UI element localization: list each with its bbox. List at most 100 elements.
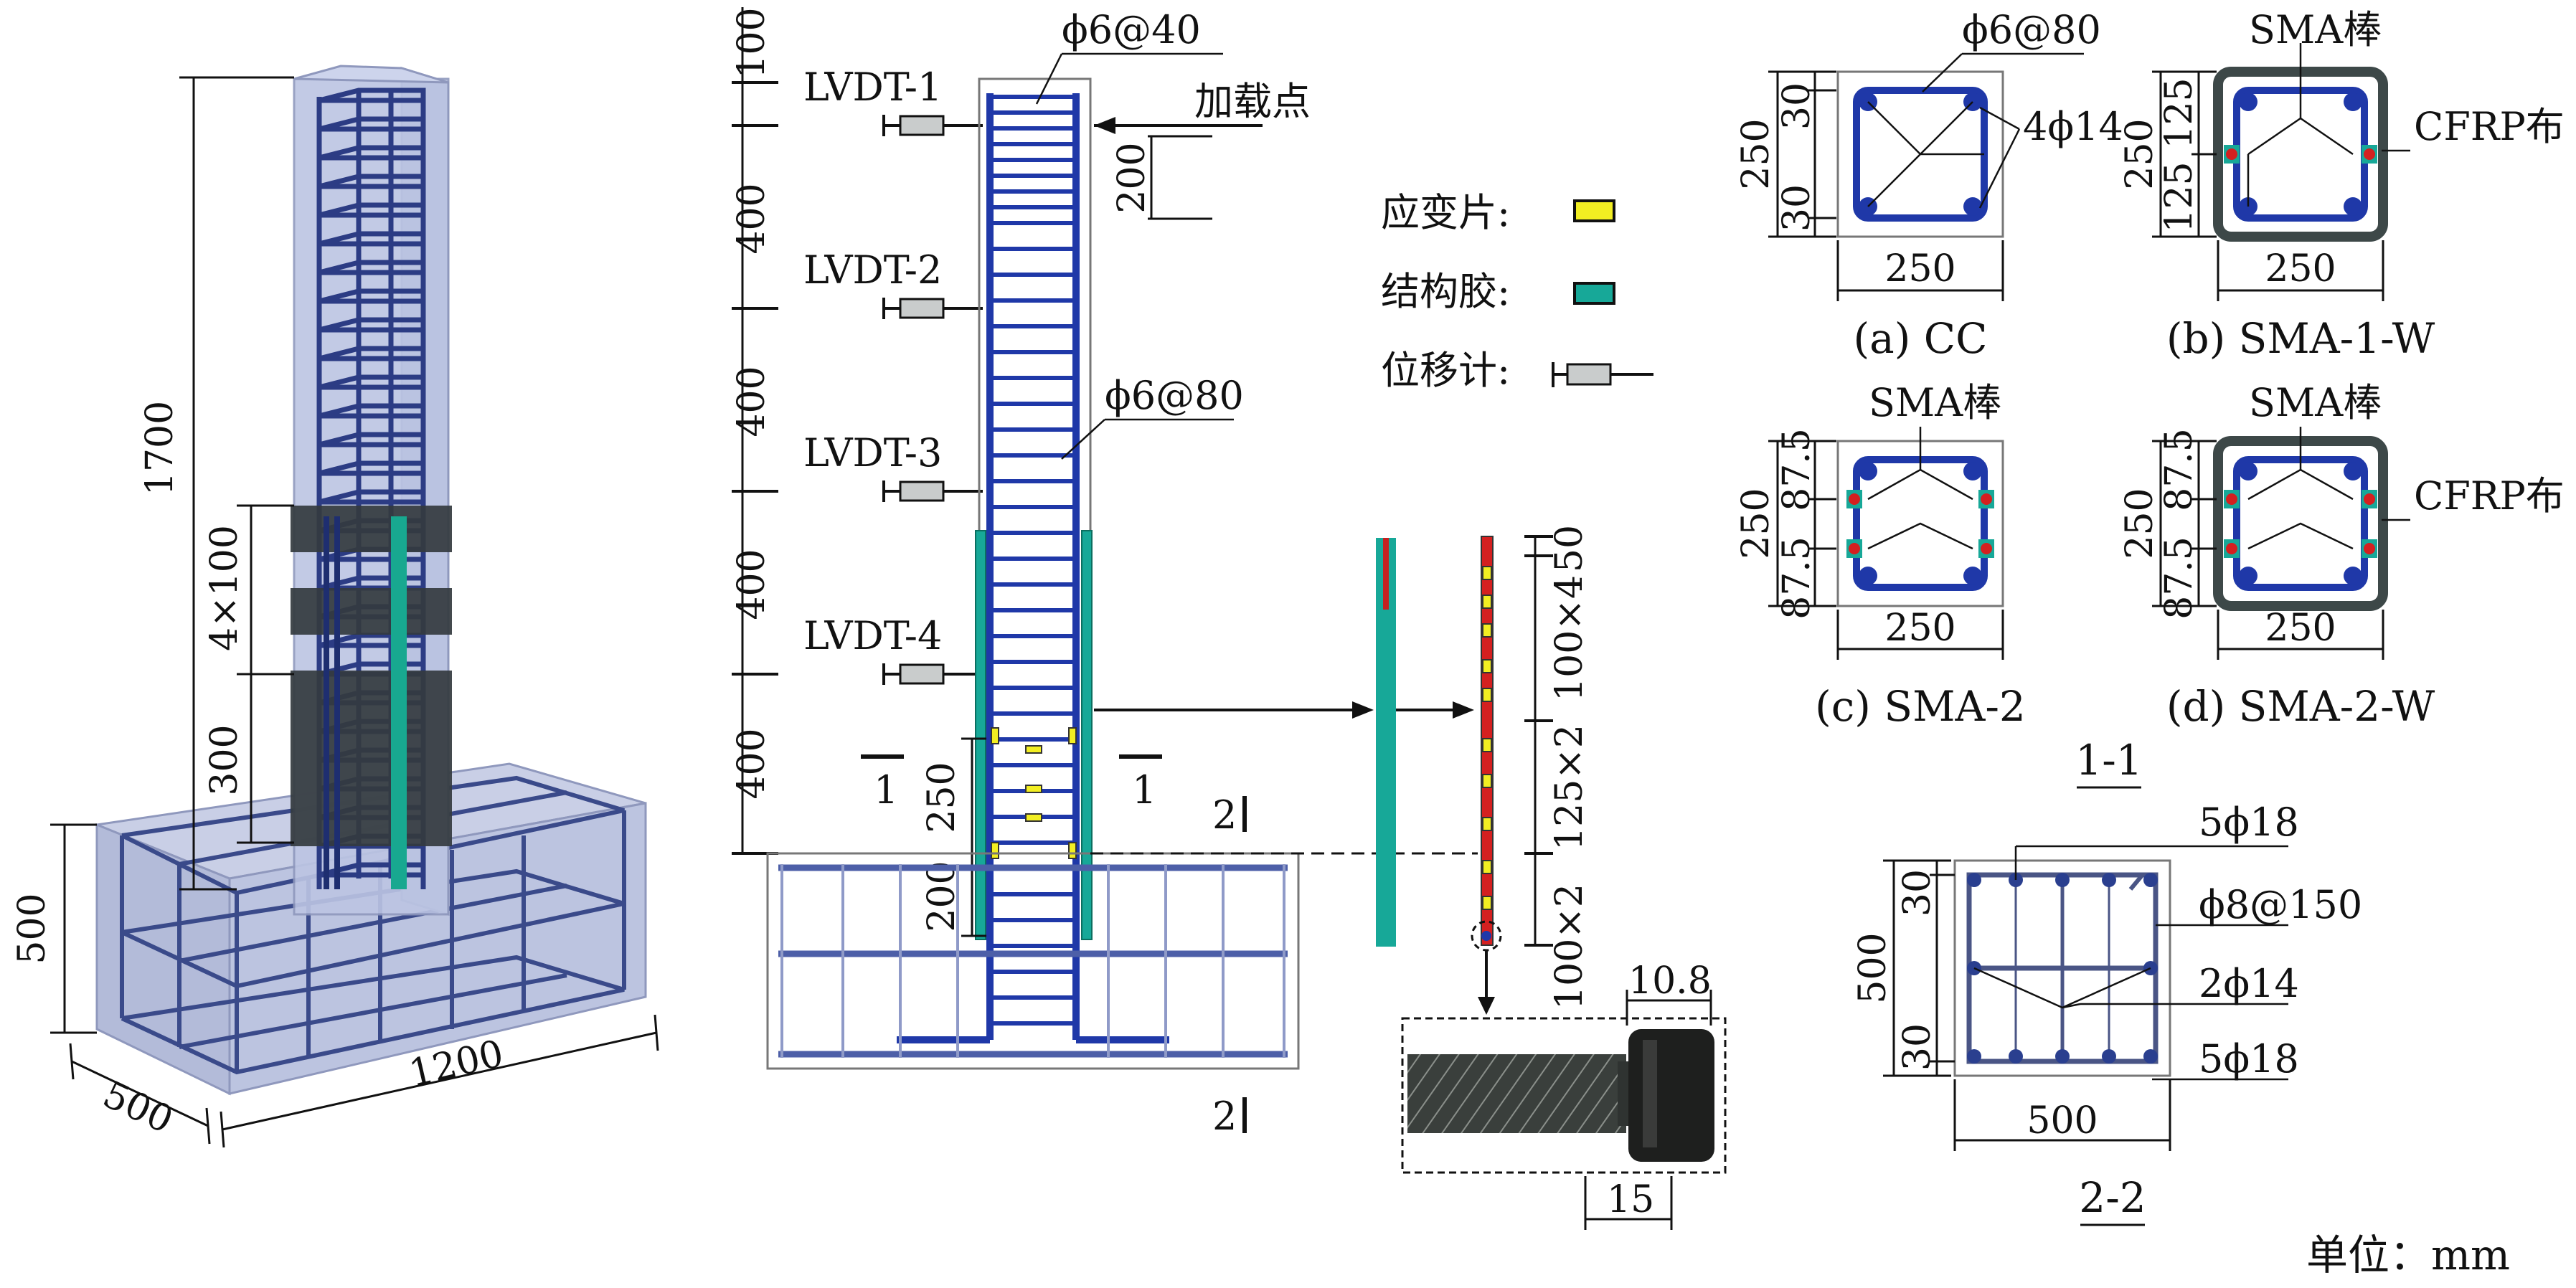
stirrup-3d [319, 432, 426, 448]
legend-adhesive-swatch [1573, 282, 1615, 305]
adhesive-left [975, 530, 986, 940]
stirrup-3d [319, 87, 426, 103]
section-a-dim-top: 30 [1775, 82, 1818, 130]
stirrup-3d [319, 260, 426, 275]
dim-4x100: 4×100 [203, 525, 246, 651]
stirrup-3d [319, 317, 426, 333]
sma-gauge [1482, 896, 1492, 910]
section-c: SMA棒 250 87.5 87.5 250 (c) SMA-2 [1735, 380, 2026, 731]
legend-adhesive-label: 结构胶: [1381, 269, 1510, 314]
section-b: SMA棒 CFRP布 250 125 125 250 (b) SMA-1-W [2118, 7, 2565, 363]
section-b-dim-top: 125 [2158, 77, 2201, 148]
lvdt-1: LVDT-1 [803, 65, 983, 136]
legend: 应变片: 结构胶: 位移计: [1381, 190, 1653, 393]
dim-seg-1: 400 [730, 183, 773, 254]
dim-1700: 1700 [138, 401, 181, 496]
section-d-sma-label: SMA棒 [2249, 380, 2382, 425]
lvdt-3-label: LVDT-3 [803, 430, 942, 475]
bolt-dim-15: 15 [1607, 1178, 1654, 1221]
dim-300: 300 [203, 724, 246, 795]
stirrup-3d [319, 403, 426, 419]
sma-dim-100x4: 100×4 [1548, 575, 1591, 701]
column-top-face [293, 65, 449, 84]
section-2-bottom: 2 [1212, 1094, 1237, 1139]
stirrup-3d [319, 288, 426, 304]
legend-displacement-meter-icon [1552, 362, 1653, 387]
section22-top-bars: 5ϕ18 [2199, 800, 2299, 845]
sma-gauge [1482, 659, 1492, 673]
load-point-label: 加载点 [1194, 79, 1311, 124]
sma-gauge [1482, 817, 1492, 831]
sma-gauge [1482, 688, 1492, 702]
section-a-dim-width: 250 [1884, 247, 1955, 290]
sma-gauge [1482, 860, 1492, 874]
section-d-dim-top: 87.5 [2158, 428, 2201, 511]
section-b-sma-label: SMA棒 [2249, 7, 2382, 52]
adhesive-right [1081, 530, 1093, 940]
stirrup-3d [319, 862, 426, 878]
bolt-hex-head [1628, 1029, 1714, 1162]
section-d-dim-width: 250 [2265, 607, 2336, 650]
section22-dim-height: 500 [1851, 932, 1895, 1003]
lvdt-2-label: LVDT-2 [803, 247, 942, 293]
sma-dim-125x2: 125×2 [1548, 724, 1591, 851]
stirrup-3d [319, 374, 426, 390]
section-c-dim-bottom: 87.5 [1775, 536, 1818, 620]
sma-gauge [1482, 595, 1492, 609]
lvdt-1-label: LVDT-1 [803, 65, 942, 110]
section-1-right: 1 [1132, 767, 1156, 813]
model-3d: 1700 4×100 300 500 500 1200 [11, 65, 659, 1148]
stirrup-dense-label: ϕ6@40 [1062, 7, 1201, 52]
base-outline-elev [766, 852, 1300, 1070]
stirrup-normal-label: ϕ6@80 [1105, 373, 1244, 418]
stirrup-3d [319, 346, 426, 361]
section-d-caption: (d) SMA-2-W [2166, 682, 2435, 731]
section-a-caption: (a) CC [1853, 314, 1987, 363]
unit-label: 单位：mm [2306, 1231, 2510, 1279]
stirrup-3d [319, 231, 426, 247]
dim-500-height: 500 [11, 893, 54, 964]
section22-mid-bars: 2ϕ14 [2199, 961, 2299, 1006]
sma-gauge [1482, 623, 1492, 638]
sma-bar-detail: 50 100×4 125×2 100×2 10.8 15 [1376, 525, 1727, 1230]
section22-dim-bottom: 30 [1896, 1023, 1939, 1071]
column-stirrups [990, 95, 1076, 1026]
section-b-dim-height: 250 [2118, 118, 2161, 189]
stirrup-3d [319, 460, 426, 476]
section-b-dim-width: 250 [2265, 247, 2336, 290]
section-2-2: 5ϕ18 ϕ8@150 2ϕ14 5ϕ18 500 30 30 500 2-2 [1851, 800, 2362, 1226]
section22-title: 2-2 [2079, 1173, 2146, 1222]
legend-displacement-meter-label: 位移计: [1381, 348, 1510, 393]
section-a-long-bar: 4ϕ14 [2023, 104, 2123, 149]
section-b-cfrp-label: CFRP布 [2414, 104, 2565, 149]
dim-top-100: 100 [730, 7, 773, 78]
section-d: SMA棒 CFRP布 250 87.5 87.5 250 (d) SMA-2-W [2118, 380, 2565, 731]
model-dimensions: 1700 4×100 300 500 500 1200 [11, 76, 659, 1148]
load-arrow [1094, 117, 1115, 134]
section-c-dim-top: 87.5 [1775, 428, 1818, 511]
section-2-top: 2 [1212, 792, 1237, 838]
dim-seg-4: 400 [730, 728, 773, 799]
lvdt-3: LVDT-3 [803, 430, 983, 502]
section-a-dim-height: 250 [1735, 118, 1778, 189]
stirrup-3d [319, 174, 426, 189]
sma-dim-50: 50 [1548, 525, 1591, 572]
dim-seg-2: 400 [730, 366, 773, 437]
section-1-left: 1 [874, 767, 898, 813]
stirrup-3d [319, 202, 426, 218]
lvdt-4: LVDT-4 [803, 613, 983, 685]
sma-gauge [1482, 774, 1492, 788]
section-c-dim-width: 250 [1884, 607, 1955, 650]
section-a-stirrup: ϕ6@80 [1962, 7, 2101, 52]
section22-dim-top: 30 [1896, 869, 1939, 917]
stirrup-3d [319, 116, 426, 132]
bolt-dim-10-8: 10.8 [1628, 960, 1712, 1003]
legend-strain-gauge-label: 应变片: [1381, 190, 1510, 235]
section-b-caption: (b) SMA-1-W [2166, 314, 2435, 363]
section-d-dim-bottom: 87.5 [2158, 536, 2201, 620]
section-b-dim-bottom: 125 [2158, 161, 2201, 232]
section-a: ϕ6@80 4ϕ14 250 30 30 250 (a) CC [1735, 7, 2123, 363]
stirrup-3d [319, 489, 426, 505]
stirrup-3d [319, 633, 426, 648]
